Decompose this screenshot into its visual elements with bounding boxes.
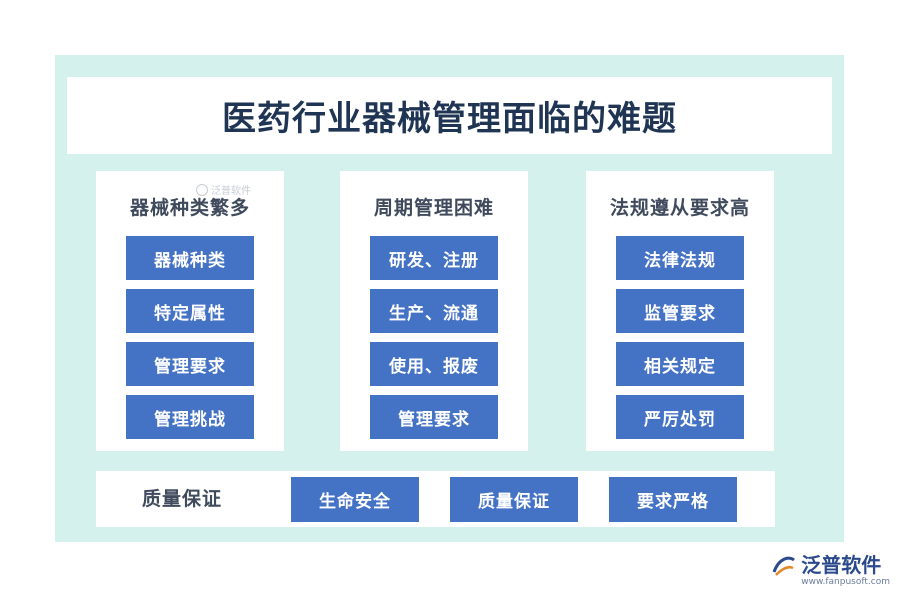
item-box: 相关规定 [616,342,744,386]
item-box: 监管要求 [616,289,744,333]
item-box: 生命安全 [291,477,419,522]
item-box: 器械种类 [126,236,254,280]
column-lifecycle: 周期管理困难 研发、注册 生产、流通 使用、报废 管理要求 [340,171,528,451]
bottom-label: 质量保证 [142,488,223,510]
brand-swoosh-icon [772,556,796,576]
item-box: 管理要求 [126,342,254,386]
column-heading: 器械种类繁多 [129,197,250,219]
item-box: 严厉处罚 [616,395,744,439]
column-variety: 器械种类繁多 器械种类 特定属性 管理要求 管理挑战 [96,171,284,451]
watermark: 泛普软件 [196,182,251,197]
item-box: 要求严格 [609,477,737,522]
brand-name: 泛普软件 [801,553,882,577]
item-box: 质量保证 [450,477,578,522]
page-title: 医药行业器械管理面临的难题 [222,99,677,139]
title-box: 医药行业器械管理面临的难题 [67,77,832,154]
brand-url: www.fanpusoft.com [801,577,890,587]
bottom-row: 质量保证 生命安全 质量保证 要求严格 [96,471,775,527]
item-box: 使用、报废 [370,342,498,386]
item-box: 特定属性 [126,289,254,333]
column-heading: 周期管理困难 [373,197,494,219]
column-heading: 法规遵从要求高 [609,197,750,219]
item-box: 管理要求 [370,395,498,439]
item-box: 生产、流通 [370,289,498,333]
item-box: 法律法规 [616,236,744,280]
item-box: 研发、注册 [370,236,498,280]
item-box: 管理挑战 [126,395,254,439]
column-compliance: 法规遵从要求高 法律法规 监管要求 相关规定 严厉处罚 [586,171,774,451]
watermark-text: 泛普软件 [211,186,251,197]
brand-logo: 泛普软件 www.fanpusoft.com [771,554,890,588]
watermark-logo-icon [196,183,208,196]
